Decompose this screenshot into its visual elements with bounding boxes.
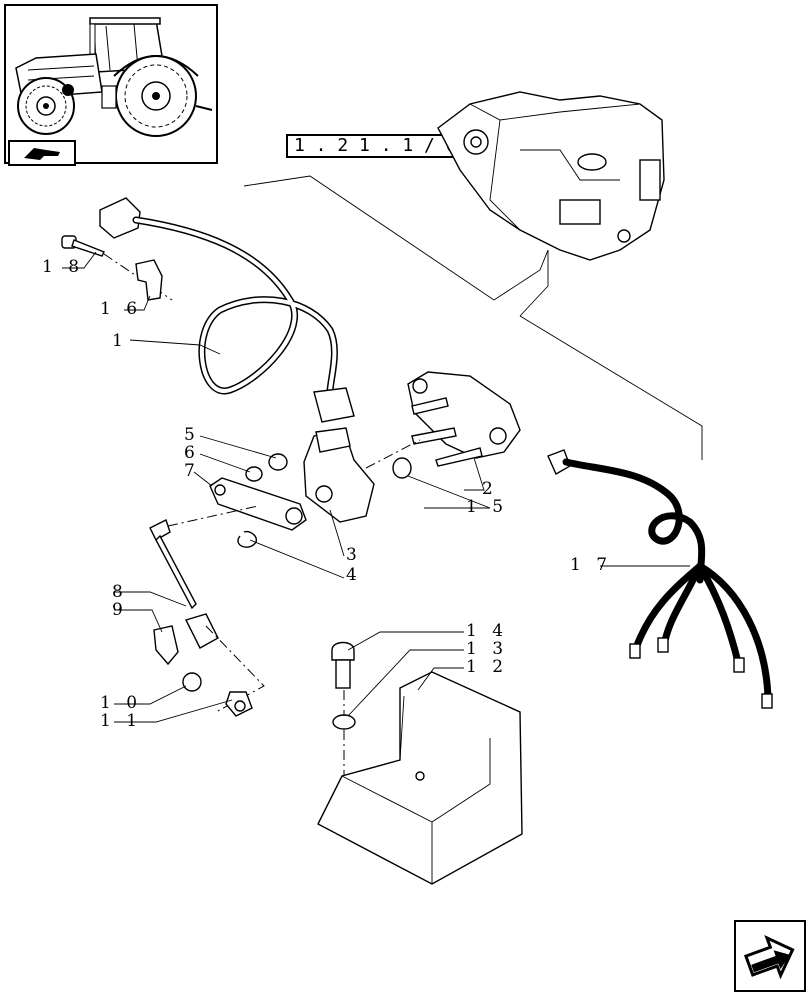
- next-page-arrow-icon: [743, 934, 795, 980]
- hand-pointer-icon: [24, 148, 60, 160]
- bracket-line-right: [519, 315, 703, 460]
- transmission-housing: [437, 91, 665, 261]
- callout-12: 1 2: [466, 657, 508, 677]
- wiring-harness-17: [547, 449, 773, 709]
- next-page-button[interactable]: [734, 920, 806, 992]
- callout-8: 8: [112, 582, 128, 602]
- callout-3: 3: [346, 545, 362, 565]
- nut-10: [182, 672, 202, 692]
- axis-line-ball: [205, 625, 265, 713]
- callout-15: 1 5: [466, 497, 508, 517]
- circlip-4: [237, 530, 257, 548]
- tractor-icon: [15, 17, 213, 137]
- clip-16: [135, 259, 163, 301]
- bolt-18: [61, 235, 105, 257]
- washer-6: [245, 466, 263, 482]
- callout-2: 2: [482, 479, 498, 499]
- callout-6: 6: [184, 443, 200, 463]
- bolt-14: [331, 641, 355, 689]
- callout-11: 1 1: [100, 711, 142, 731]
- tractor-thumbnail: [4, 4, 218, 164]
- sensor-cable: [99, 197, 355, 423]
- axis-line-rod: [167, 505, 259, 527]
- callout-13: 1 3: [466, 639, 508, 659]
- leader-lines: [62, 251, 690, 723]
- guard-plate-12: [317, 671, 523, 885]
- lever-7: [209, 477, 307, 531]
- washer-13: [332, 714, 356, 730]
- callout-10: 1 0: [100, 693, 142, 713]
- bracket-line-upper: [243, 175, 549, 301]
- nut-5: [268, 453, 288, 471]
- callout-18: 1 8: [42, 257, 84, 277]
- axis-line-15: [365, 439, 421, 469]
- callout-9: 9: [112, 600, 128, 620]
- nut-15: [392, 457, 412, 479]
- callout-17: 1 7: [570, 555, 612, 575]
- bracket-line-mid: [519, 250, 549, 317]
- callout-5: 5: [184, 425, 200, 445]
- callout-7: 7: [184, 461, 200, 481]
- callout-14: 1 4: [466, 621, 508, 641]
- callout-16: 1 6: [100, 299, 142, 319]
- position-sensor-3: [303, 427, 375, 523]
- section-icon: [8, 140, 76, 166]
- linkage-rod-8: [149, 519, 219, 666]
- callout-4: 4: [346, 565, 362, 585]
- callout-1: 1: [112, 331, 128, 351]
- cover-plate-2: [407, 371, 521, 467]
